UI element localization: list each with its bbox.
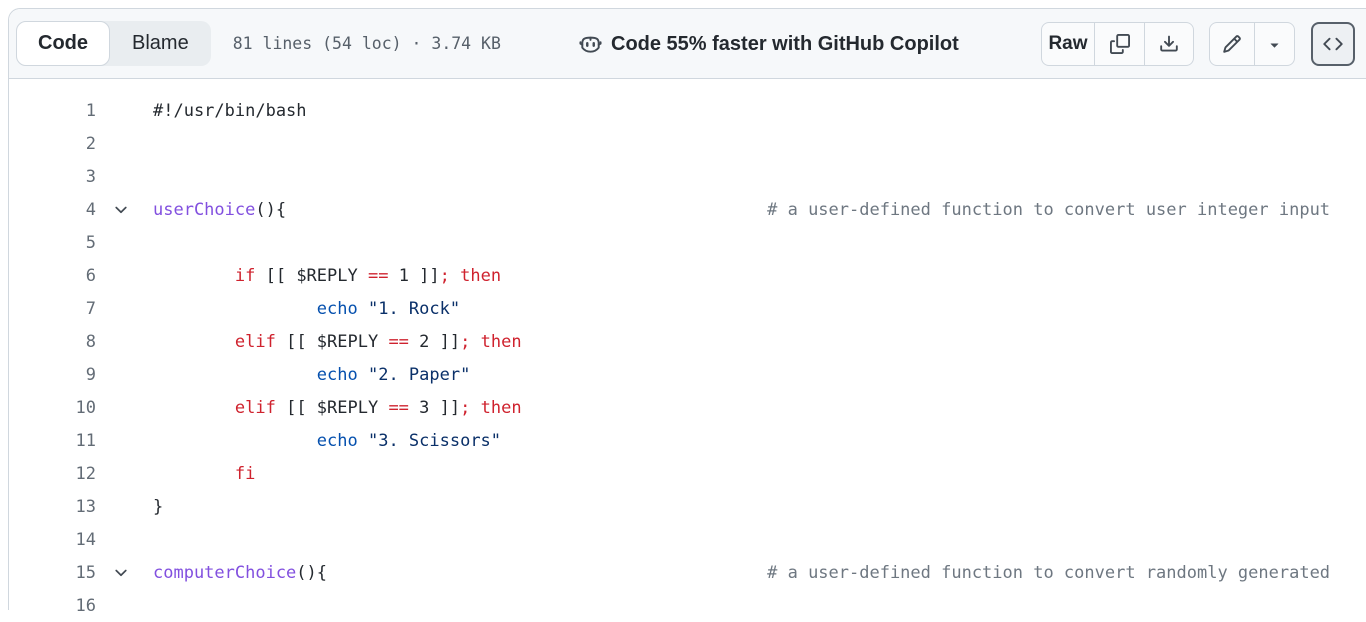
caret-down-icon — [1266, 36, 1283, 53]
code-line: 8 elif [[ $REPLY == 2 ]]; then — [9, 325, 1366, 358]
line-number[interactable]: 9 — [85, 364, 96, 385]
tab-code[interactable]: Code — [16, 21, 110, 66]
download-icon — [1159, 34, 1179, 54]
edit-actions-group — [1209, 22, 1295, 66]
chevron-down-icon[interactable] — [96, 564, 153, 582]
code-line: 2 — [9, 127, 1366, 160]
file-header: Code Blame 81 lines (54 loc) · 3.74 KB Co… — [9, 9, 1366, 79]
line-number[interactable]: 10 — [75, 397, 96, 418]
code-text: #!/usr/bin/bash — [153, 100, 307, 121]
code-line: 13} — [9, 490, 1366, 523]
copilot-icon — [579, 33, 602, 56]
code-line: 15 computerChoice(){ # a user-defined fun… — [9, 556, 1366, 589]
code-line: 4 userChoice(){ # a user-defined function… — [9, 193, 1366, 226]
line-number[interactable]: 15 — [75, 562, 96, 583]
code-line: 6 if [[ $REPLY == 1 ]]; then — [9, 259, 1366, 292]
code-line: 5 — [9, 226, 1366, 259]
symbols-panel-button[interactable] — [1311, 22, 1355, 66]
code-line: 12 fi — [9, 457, 1366, 490]
edit-dropdown-button[interactable] — [1254, 23, 1294, 65]
code-text: echo "1. Rock" — [316, 298, 461, 319]
code-text: elif [[ $REPLY == 3 ]]; then — [234, 397, 522, 418]
line-number[interactable]: 2 — [85, 133, 96, 154]
line-number[interactable]: 1 — [85, 100, 96, 121]
code-line: 7 echo "1. Rock" — [9, 292, 1366, 325]
line-number[interactable]: 5 — [85, 232, 96, 253]
download-button[interactable] — [1144, 23, 1193, 65]
pencil-icon — [1222, 34, 1242, 54]
copilot-banner[interactable]: Code 55% faster with GitHub Copilot — [579, 9, 959, 79]
line-number[interactable]: 16 — [75, 595, 96, 616]
code-text: elif [[ $REPLY == 2 ]]; then — [234, 331, 522, 352]
code-line: 10 elif [[ $REPLY == 3 ]]; then — [9, 391, 1366, 424]
line-number[interactable]: 7 — [85, 298, 96, 319]
line-number[interactable]: 3 — [85, 166, 96, 187]
line-number[interactable]: 11 — [75, 430, 96, 451]
tab-blame[interactable]: Blame — [132, 32, 189, 54]
code-text: fi — [234, 463, 256, 484]
file-view-container: Code Blame 81 lines (54 loc) · 3.74 KB Co… — [8, 8, 1366, 622]
view-switcher: Code Blame — [16, 21, 211, 66]
raw-button[interactable]: Raw — [1042, 23, 1094, 65]
copy-icon — [1109, 34, 1130, 54]
line-number[interactable]: 6 — [85, 265, 96, 286]
code-text: userChoice(){ # a user-defined function … — [153, 199, 1331, 220]
code-line: 3 — [9, 160, 1366, 193]
raw-actions-group: Raw — [1041, 22, 1194, 66]
code-line: 14 — [9, 523, 1366, 556]
code-symbols-icon — [1323, 34, 1343, 54]
chevron-down-icon[interactable] — [96, 201, 153, 219]
code-text: if [[ $REPLY == 1 ]]; then — [234, 265, 502, 286]
code-text: } — [153, 496, 164, 517]
code-text: echo "2. Paper" — [316, 364, 471, 385]
copy-button[interactable] — [1094, 23, 1144, 65]
copilot-banner-text: Code 55% faster with GitHub Copilot — [611, 32, 959, 55]
edit-button[interactable] — [1210, 23, 1254, 65]
code-line: 1 #!/usr/bin/bash — [9, 94, 1366, 127]
line-number[interactable]: 14 — [75, 529, 96, 550]
code-line: 16 — [9, 589, 1366, 622]
code-text: echo "3. Scissors" — [316, 430, 502, 451]
line-number[interactable]: 8 — [85, 331, 96, 352]
line-number[interactable]: 12 — [75, 463, 96, 484]
code-area: 1 #!/usr/bin/bash 2 3 4 userChoice(){ # a use… — [9, 79, 1366, 622]
line-number[interactable]: 4 — [85, 199, 96, 220]
file-stats: 81 lines (54 loc) · 3.74 KB — [232, 34, 501, 53]
code-line: 9 echo "2. Paper" — [9, 358, 1366, 391]
code-line: 11 echo "3. Scissors" — [9, 424, 1366, 457]
line-number[interactable]: 13 — [75, 496, 96, 517]
code-text: computerChoice(){ # a user-defined funct… — [153, 562, 1331, 583]
